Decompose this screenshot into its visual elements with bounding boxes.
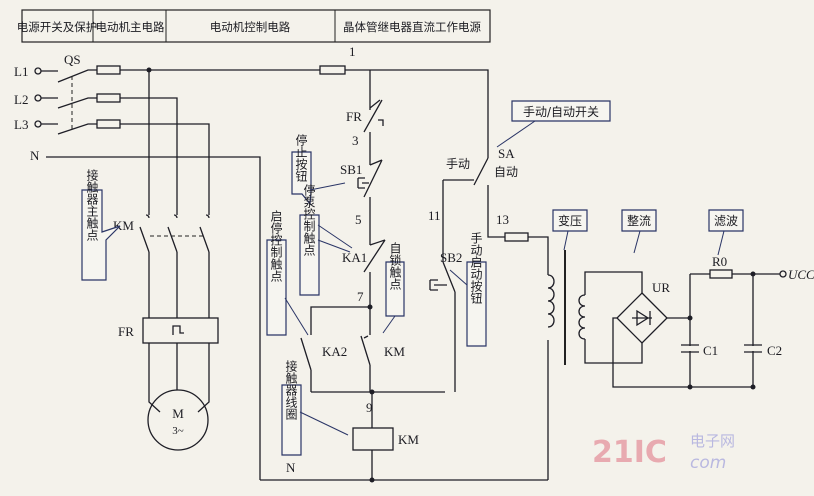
node3-label: 3 <box>352 133 359 148</box>
manual-label: 手动 <box>446 157 470 171</box>
pump-stop-contact-label: 停泵控制触点 <box>302 183 316 256</box>
motor-label: M <box>172 406 184 421</box>
main-contact-label: 接触器主触点 <box>85 168 99 241</box>
watermark: 21IC 电子网 com <box>592 432 735 473</box>
callout-filter: 滤波 <box>708 209 744 256</box>
sb1-label: SB1 <box>340 162 362 177</box>
node9-label: 9 <box>366 400 373 415</box>
coil-label: 接触器线圈 <box>284 359 298 421</box>
power-switch-qs: L1 L2 L3 QS N <box>14 52 320 480</box>
header-dc-power: 晶体管继电器直流工作电源 <box>343 20 481 34</box>
node1-label: 1 <box>349 44 356 59</box>
dc-power-supply: UR R0 UCC C1 C2 <box>528 236 814 480</box>
sb2-label: SB2 <box>440 250 462 265</box>
watermark-domain: com <box>690 453 726 473</box>
qs-label: QS <box>64 52 81 67</box>
manual-auto-switch-label: 手动/自动开关 <box>523 105 599 119</box>
callout-start-stop-contact: 启停控制触点 <box>266 210 309 336</box>
callout-transform: 变压 <box>552 209 588 251</box>
header-motor-control: 电动机控制电路 <box>210 20 291 34</box>
callouts: 接触器主触点 停止按钮 停泵控制触点 启停控制触点 自锁触点 接触器线圈 <box>81 100 744 456</box>
km-aux-label: KM <box>384 344 405 359</box>
stop-button-label: 停止按钮 <box>294 133 308 183</box>
fr-main-label: FR <box>118 324 134 339</box>
callout-self-lock: 自锁触点 <box>382 242 405 334</box>
node7-label: 7 <box>357 289 364 304</box>
filter-label: 滤波 <box>714 214 738 228</box>
header-table: 电源开关及保护 电动机主电路 电动机控制电路 晶体管继电器直流工作电源 <box>17 9 491 43</box>
fr-ctrl-label: FR <box>346 109 362 124</box>
l1-label: L1 <box>14 64 28 79</box>
motor-icon <box>147 389 209 451</box>
callout-main-contact: 接触器主触点 <box>81 168 121 281</box>
node13-label: 13 <box>496 212 509 227</box>
ucc-label: UCC <box>788 267 814 282</box>
watermark-site: 电子网 <box>690 432 735 450</box>
motor-main-circuit: KM FR M 3~ <box>113 214 219 451</box>
rectify-label: 整流 <box>627 213 651 228</box>
c1-label: C1 <box>703 343 718 358</box>
ka1-label: KA1 <box>342 250 367 265</box>
callout-coil: 接触器线圈 <box>281 359 349 456</box>
node5-label: 5 <box>355 212 362 227</box>
header-power-switch: 电源开关及保护 <box>17 20 98 34</box>
r0-label: R0 <box>712 254 727 269</box>
start-stop-contact-label: 启停控制触点 <box>269 210 283 282</box>
motor-phase-label: 3~ <box>172 425 184 437</box>
n-ctrl-label: N <box>286 460 296 475</box>
auto-label: 自动 <box>494 165 518 179</box>
callout-manual-auto-switch: 手动/自动开关 <box>496 100 611 148</box>
l3-label: L3 <box>14 117 28 132</box>
km-coil <box>352 427 394 451</box>
callout-stop-button: 停止按钮 <box>291 133 346 206</box>
self-lock-label: 自锁触点 <box>388 242 402 290</box>
callout-pump-stop-contact: 停泵控制触点 <box>299 183 353 296</box>
motor-control-circuit: 1 FR 3 SB1 5 KA1 7 KA2 KM 9 KM N 手动 SA 自… <box>260 44 548 483</box>
callout-rectify: 整流 <box>621 209 657 254</box>
manual-start-label: 手动启动按钮 <box>469 232 483 305</box>
km-coil-label: KM <box>398 432 419 447</box>
sa-label: SA <box>498 146 515 161</box>
node11-label: 11 <box>428 208 441 223</box>
watermark-logo: 21IC <box>592 435 667 470</box>
callout-manual-start: 手动启动按钮 <box>449 232 487 347</box>
ur-label: UR <box>652 280 670 295</box>
km-main-label: KM <box>113 218 134 233</box>
c2-label: C2 <box>767 343 782 358</box>
ka2-label: KA2 <box>322 344 347 359</box>
transform-label: 变压 <box>558 213 582 228</box>
l2-label: L2 <box>14 92 28 107</box>
n-label: N <box>30 148 40 163</box>
header-motor-main: 电动机主电路 <box>96 20 165 34</box>
